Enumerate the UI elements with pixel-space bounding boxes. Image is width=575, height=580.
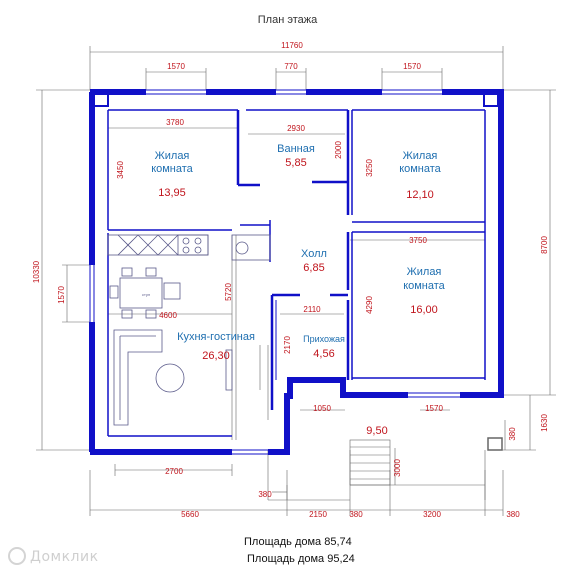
logo-icon	[8, 547, 26, 565]
dim-porch-height: 3000	[393, 459, 402, 477]
dim-window-3: 1570	[403, 62, 421, 71]
dim-hall-width: 2110	[303, 305, 321, 314]
room-3-name-line2: комната	[399, 163, 441, 175]
room-7-area: 4,56	[313, 348, 334, 360]
dim-bottom-3: 380	[349, 510, 363, 519]
watermark-text: Домклик	[30, 549, 99, 565]
room-4-name: Холл	[301, 248, 327, 260]
room-3-area: 12,10	[406, 189, 434, 201]
dim-entry-door: 1050	[313, 404, 331, 413]
plan-title: План этажа	[257, 14, 318, 26]
dim-bottom-1: 5660	[181, 510, 199, 519]
terrace-area: 9,50	[366, 425, 387, 437]
dim-room3-height: 4290	[365, 296, 374, 314]
dim-window-1: 1570	[167, 62, 185, 71]
dim-window-bottom: 1570	[425, 404, 443, 413]
room-6-area: 26,30	[202, 350, 230, 362]
room-5-area: 16,00	[410, 304, 438, 316]
room-5-name-line2: комната	[403, 280, 445, 292]
dim-right-small-1: 1630	[540, 414, 549, 432]
walls	[89, 89, 504, 455]
room-6-name: Кухня-гостиная	[177, 331, 255, 343]
house-area-total: Площадь дома 95,24	[247, 553, 355, 565]
room-1-name-line2: комната	[151, 163, 193, 175]
room-7-name: Прихожая	[303, 334, 345, 344]
room-1-area: 13,95	[158, 187, 186, 199]
dim-bottom-2: 2150	[309, 510, 327, 519]
dim-room3-width: 3750	[409, 236, 427, 245]
room-labels: Жилая комната 13,95 Ванная 5,85 Жилая ко…	[151, 143, 445, 437]
dim-entry-height: 2170	[283, 336, 292, 354]
dim-step: 380	[258, 490, 272, 499]
room-1-name-line1: Жилая	[155, 150, 190, 162]
dimension-lines	[36, 46, 556, 516]
dim-right-small-2: 380	[508, 427, 517, 441]
dim-bottom-5: 380	[506, 510, 520, 519]
room-2-area: 5,85	[285, 157, 306, 169]
house-area-living: Площадь дома 85,74	[244, 536, 352, 548]
dim-room1-height: 3450	[116, 161, 125, 179]
dim-top-total: 11760	[281, 41, 303, 50]
dim-right-total: 8700	[540, 236, 549, 254]
dim-window-2: 770	[284, 62, 298, 71]
dim-room1-width: 3780	[166, 118, 184, 127]
dimension-labels: 11760 1570 770 1570 3780 2930 2000 3450 …	[32, 41, 549, 519]
room-5-name-line1: Жилая	[407, 266, 442, 278]
watermark: Домклик	[8, 547, 99, 566]
dim-left-total: 10330	[32, 260, 41, 283]
dim-left-window: 1570	[57, 286, 66, 304]
dim-bath-height: 2000	[334, 141, 343, 159]
furniture	[107, 234, 271, 426]
room-2-name: Ванная	[277, 143, 315, 155]
dim-kitchen-width: 4600	[159, 311, 177, 320]
dim-bottom-window: 2700	[165, 467, 183, 476]
dim-room2-height: 3250	[365, 159, 374, 177]
dim-bottom-4: 3200	[423, 510, 441, 519]
room-4-area: 6,85	[303, 262, 324, 274]
dim-kitchen-height: 5720	[224, 283, 233, 301]
chair-label: стул	[142, 292, 151, 297]
dim-bath-width: 2930	[287, 124, 305, 133]
room-3-name-line1: Жилая	[403, 150, 438, 162]
